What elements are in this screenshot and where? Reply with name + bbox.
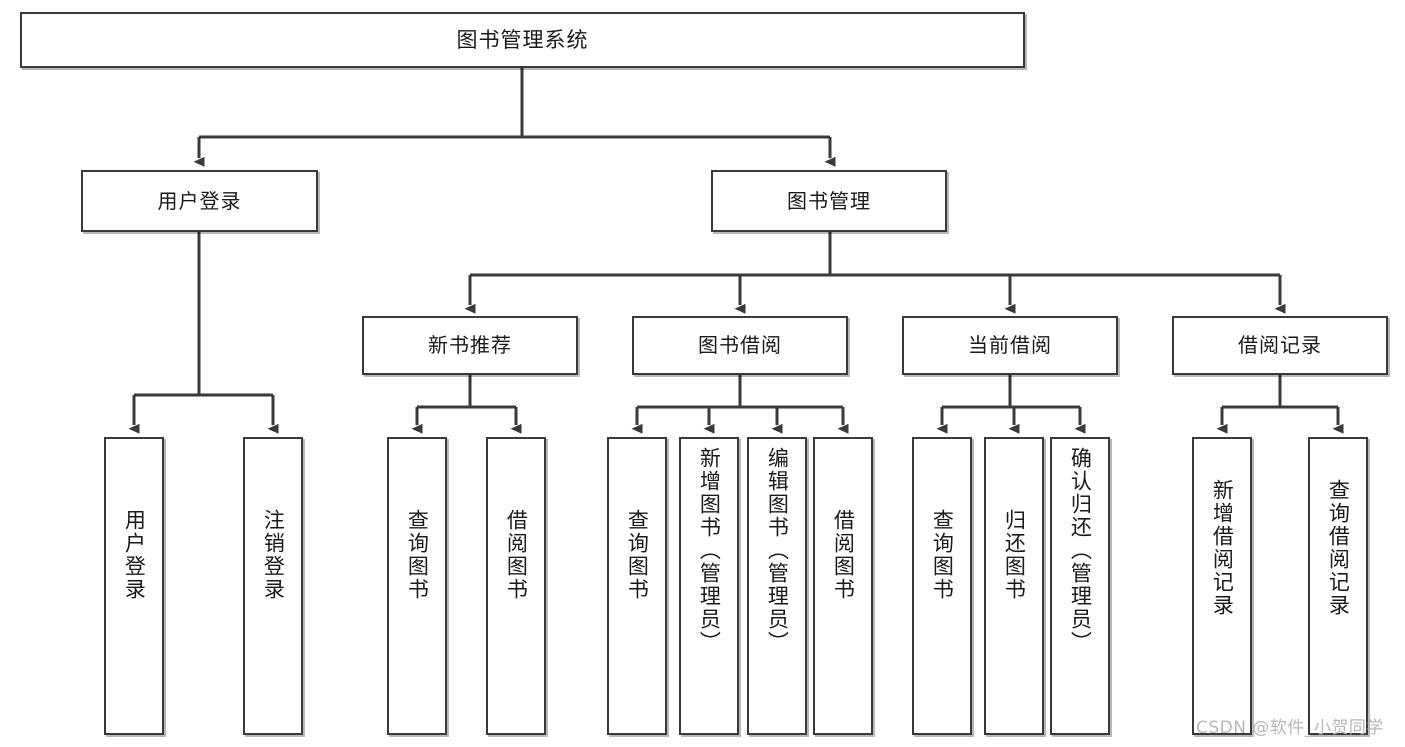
- node-leaf-query-record[interactable]: 查询借阅记录: [1308, 437, 1368, 735]
- node-leaf-query-book-1-label: 查询图书: [405, 509, 430, 601]
- node-leaf-edit-book-label: 编辑图书（管理员）: [765, 447, 790, 654]
- node-book-borrow-label: 图书借阅: [698, 333, 782, 357]
- node-root[interactable]: 图书管理系统: [20, 12, 1025, 68]
- node-leaf-query-book-2-label: 查询图书: [625, 509, 650, 601]
- node-leaf-add-book[interactable]: 新增图书（管理员）: [679, 437, 739, 735]
- node-book-management[interactable]: 图书管理: [711, 170, 947, 232]
- node-book-borrow[interactable]: 图书借阅: [632, 316, 848, 375]
- node-leaf-logout[interactable]: 注销登录: [243, 437, 303, 735]
- node-borrow-record-label: 借阅记录: [1238, 333, 1322, 357]
- node-leaf-query-book-3[interactable]: 查询图书: [912, 437, 972, 735]
- node-leaf-user-login-label: 用户登录: [122, 509, 147, 601]
- node-user-login-label: 用户登录: [157, 188, 242, 213]
- node-leaf-return-book[interactable]: 归还图书: [984, 437, 1044, 735]
- node-leaf-return-book-label: 归还图书: [1002, 509, 1027, 601]
- node-leaf-confirm-return-label: 确认归还（管理员）: [1068, 447, 1093, 654]
- node-leaf-query-book-3-label: 查询图书: [930, 509, 955, 601]
- node-leaf-edit-book[interactable]: 编辑图书（管理员）: [747, 437, 807, 735]
- node-user-login[interactable]: 用户登录: [81, 170, 318, 232]
- node-leaf-confirm-return[interactable]: 确认归还（管理员）: [1050, 437, 1110, 735]
- node-root-label: 图书管理系统: [456, 27, 589, 52]
- node-leaf-add-record[interactable]: 新增借阅记录: [1192, 437, 1252, 735]
- node-leaf-borrow-book-2[interactable]: 借阅图书: [813, 437, 873, 735]
- node-leaf-add-book-label: 新增图书（管理员）: [697, 447, 722, 654]
- node-leaf-query-book-2[interactable]: 查询图书: [607, 437, 667, 735]
- node-leaf-borrow-book-1[interactable]: 借阅图书: [486, 437, 546, 735]
- node-leaf-logout-label: 注销登录: [261, 509, 286, 601]
- node-leaf-add-record-label: 新增借阅记录: [1210, 479, 1235, 617]
- node-borrow-record[interactable]: 借阅记录: [1172, 316, 1388, 375]
- node-book-management-label: 图书管理: [787, 188, 871, 213]
- node-leaf-query-record-label: 查询借阅记录: [1326, 479, 1351, 617]
- node-leaf-query-book-1[interactable]: 查询图书: [387, 437, 447, 735]
- node-current-borrow-label: 当前借阅: [968, 333, 1052, 357]
- node-new-book-recommend-label: 新书推荐: [428, 333, 512, 357]
- node-leaf-borrow-book-1-label: 借阅图书: [504, 509, 529, 601]
- node-leaf-borrow-book-2-label: 借阅图书: [831, 509, 856, 601]
- csdn-watermark: CSDN @软件_小贺同学: [1196, 718, 1384, 738]
- node-current-borrow[interactable]: 当前借阅: [902, 316, 1118, 375]
- node-leaf-user-login[interactable]: 用户登录: [104, 437, 164, 735]
- node-new-book-recommend[interactable]: 新书推荐: [362, 316, 578, 375]
